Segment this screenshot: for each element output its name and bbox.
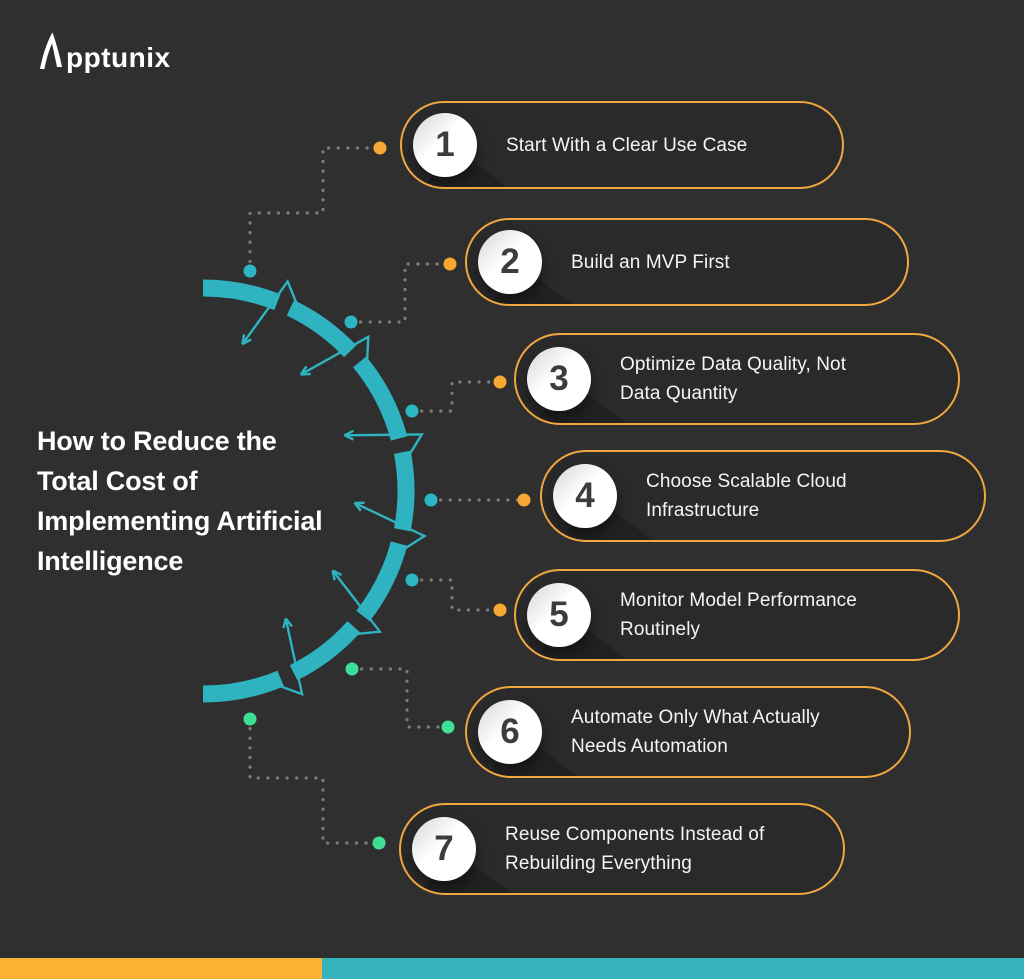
step-number-badge: 6 (478, 700, 542, 764)
step-pill-2: 2 Build an MVP First (465, 218, 909, 306)
step-pill-1: 1 Start With a Clear Use Case (400, 101, 844, 189)
step-label: Monitor Model Performance Routinely (620, 590, 857, 640)
step-pill-7: 7 Reuse Components Instead of Rebuilding… (399, 803, 845, 895)
step-label: Choose Scalable Cloud Infrastructure (646, 471, 847, 521)
step-number-badge: 5 (527, 583, 591, 647)
page-title: How to Reduce the Total Cost of Implemen… (37, 426, 323, 576)
step-label: Start With a Clear Use Case (506, 134, 748, 156)
step-number-badge: 2 (478, 230, 542, 294)
step-number-badge: 3 (527, 347, 591, 411)
step-pill-5: 5 Monitor Model Performance Routinely (514, 569, 960, 661)
step-number-badge: 7 (412, 817, 476, 881)
step-pill-3: 3 Optimize Data Quality, Not Data Quanti… (514, 333, 960, 425)
step-label: Build an MVP First (571, 251, 730, 273)
step-number-badge: 4 (553, 464, 617, 528)
footer-bar-teal (322, 958, 1024, 979)
apptunix-logo: pptunix (37, 31, 171, 72)
logo-text: pptunix (66, 42, 171, 73)
step-pill-6: 6 Automate Only What Actually Needs Auto… (465, 686, 911, 778)
step-number-badge: 1 (413, 113, 477, 177)
step-label: Reuse Components Instead of Rebuilding E… (505, 824, 765, 874)
step-pill-4: 4 Choose Scalable Cloud Infrastructure (540, 450, 986, 542)
footer-bar-orange (0, 958, 322, 979)
step-label: Optimize Data Quality, Not Data Quantity (620, 354, 847, 404)
apptunix-peak-icon (40, 32, 62, 69)
step-label: Automate Only What Actually Needs Automa… (571, 707, 820, 757)
